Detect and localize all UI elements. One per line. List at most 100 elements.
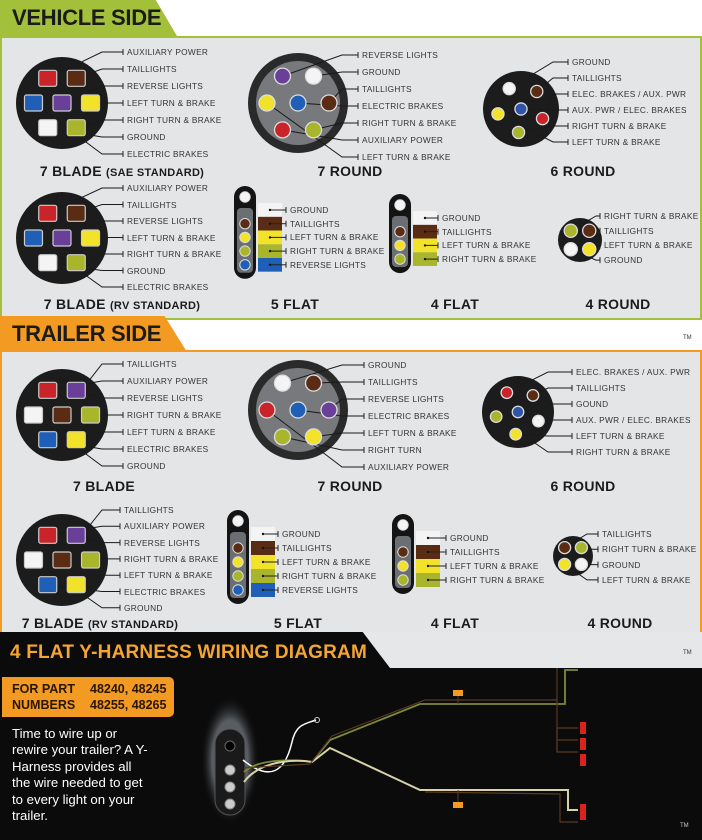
- connector-name: 7 ROUND: [317, 163, 383, 179]
- pin-label: LEFT TURN & BRAKE: [124, 570, 213, 581]
- pin-label: RIGHT TURN & BRAKE: [282, 571, 377, 581]
- pin-label: RIGHT TURN & BRAKE: [576, 447, 671, 457]
- pin-label: ELEC. BRAKES / AUX. PWR: [576, 367, 691, 377]
- connector-title: 4 FLAT: [431, 296, 479, 312]
- pin-label: ELECTRIC BRAKES: [127, 282, 209, 292]
- connector-title: 4 ROUND: [585, 296, 650, 312]
- pin-label: TAILLIGHTS: [127, 199, 177, 210]
- pin-label: RIGHT TURN & BRAKE: [127, 249, 222, 259]
- harness-title-tab: 4 FLAT Y-HARNESS WIRING DIAGRAM: [0, 632, 390, 668]
- pin-label: ELECTRIC BRAKES: [368, 411, 450, 421]
- connector-name: 7 BLADE: [21, 615, 84, 631]
- plug-pin: [224, 740, 236, 752]
- pin-label: LEFT TURN & BRAKE: [576, 431, 665, 441]
- pin-label: TAILLIGHTS: [602, 529, 652, 539]
- plug-pin: [224, 764, 236, 776]
- part-numbers: 48255, 48265: [90, 698, 167, 712]
- pin-label: GROUND: [127, 132, 166, 142]
- pin-label: GROUND: [368, 360, 407, 370]
- pin-label: LEFT TURN & BRAKE: [450, 561, 539, 571]
- marker-light-icon: [453, 802, 463, 808]
- pin-label: GROUND: [362, 67, 401, 77]
- pin-label: TAILLIGHTS: [442, 226, 492, 237]
- pin-label: REVERSE LIGHTS: [282, 585, 359, 595]
- pin-label: RIGHT TURN & BRAKE: [442, 254, 537, 265]
- pin-label: REVERSE LIGHTS: [127, 81, 204, 91]
- pin-label: AUXILIARY POWER: [362, 135, 444, 145]
- pin-label: RIGHT TURN & BRAKE: [604, 211, 699, 221]
- pin-label: TAILLIGHTS: [290, 218, 340, 229]
- pin-label: RIGHT TURN: [368, 445, 422, 455]
- pin-label: GROUND: [604, 255, 643, 266]
- harness-diagram: [200, 656, 586, 826]
- pin-label: AUXILIARY POWER: [368, 462, 450, 472]
- pin-label: TAILLIGHTS: [282, 543, 332, 553]
- connector-name: 7 BLADE: [43, 296, 106, 312]
- pin-label: AUXILIARY POWER: [124, 521, 206, 532]
- connector-name: 4 ROUND: [587, 615, 653, 631]
- pin-label: RIGHT TURN & BRAKE: [290, 246, 385, 257]
- connector-title: 4 FLAT: [431, 615, 479, 631]
- pin-label: REVERSE LIGHTS: [362, 50, 439, 60]
- connector-name: 7 BLADE: [39, 163, 102, 179]
- taillight-wire: [243, 661, 578, 769]
- connector-name: 7 BLADE: [73, 478, 135, 494]
- pin-label: RIGHT TURN & BRAKE: [127, 115, 222, 125]
- connector-name: 5 FLAT: [273, 615, 323, 631]
- pin-label: LEFT TURN & BRAKE: [362, 152, 451, 162]
- connector-title: 6 ROUND: [550, 478, 615, 494]
- connector-standard: (RV STANDARD): [109, 300, 201, 312]
- clearance-light-icon: [580, 722, 586, 734]
- pin-label: RIGHT TURN & BRAKE: [362, 118, 457, 128]
- pin-label: ELEC. BRAKES / AUX. PWR: [572, 89, 687, 99]
- pin-label: TAILLIGHTS: [450, 547, 500, 557]
- pin-label: GROUND: [124, 602, 163, 613]
- pin-label: AUXILIARY POWER: [127, 47, 209, 57]
- connector-name: 6 ROUND: [550, 478, 616, 494]
- pin-label: LEFT TURN & BRAKE: [602, 574, 691, 585]
- pin-label: GOUND: [576, 399, 609, 409]
- harness-description: Time to wire up or rewire your trailer? …: [12, 726, 148, 824]
- pin-label: LEFT TURN & BRAKE: [442, 240, 531, 251]
- pin-label: REVERSE LIGHTS: [124, 537, 201, 548]
- connector-name: 4 ROUND: [585, 296, 651, 312]
- pin-label: TAILLIGHTS: [368, 377, 418, 387]
- connector-standard: (RV STANDARD): [87, 619, 179, 631]
- pin-label: LEFT TURN & BRAKE: [290, 232, 379, 243]
- taillight-wire: [424, 727, 578, 823]
- connector-title: 5 FLAT: [274, 615, 322, 631]
- connector-name: 6 ROUND: [550, 163, 616, 179]
- tail-light-icon: [580, 804, 586, 820]
- pin-label: RIGHT TURN & BRAKE: [127, 410, 222, 420]
- pin-label: AUX. PWR / ELEC. BRAKES: [572, 105, 687, 115]
- connector-title: 7 BLADE (RV STANDARD): [22, 615, 178, 631]
- pin-label: TAILLIGHTS: [124, 505, 174, 515]
- pin-label: REVERSE LIGHTS: [127, 216, 204, 226]
- connector-name: 4 FLAT: [430, 296, 480, 312]
- pin-label: TAILLIGHTS: [576, 383, 626, 393]
- pin-label: TAILLIGHTS: [572, 73, 622, 83]
- connector-title: 7 ROUND: [317, 478, 382, 494]
- pin-label: AUXILIARY POWER: [127, 183, 209, 193]
- pin-label: AUXILIARY POWER: [127, 376, 209, 386]
- pin-label: RIGHT TURN & BRAKE: [124, 553, 219, 564]
- clearance-light-icon: [580, 738, 586, 750]
- connector-name: 7 ROUND: [317, 478, 383, 494]
- pin-label: GROUND: [602, 559, 641, 570]
- pin-label: REVERSE LIGHTS: [127, 393, 204, 403]
- pin-label: LEFT TURN & BRAKE: [572, 137, 661, 147]
- plug-pin: [224, 798, 236, 810]
- pin-label: GROUND: [282, 529, 321, 539]
- pin-label: LEFT TURN & BRAKE: [368, 428, 457, 438]
- pin-label: GROUND: [442, 213, 481, 223]
- plug-pin: [224, 781, 236, 793]
- pin-label: LEFT TURN & BRAKE: [127, 232, 216, 243]
- pin-label: RIGHT TURN & BRAKE: [572, 121, 667, 131]
- pin-label: LEFT TURN & BRAKE: [282, 557, 371, 567]
- clearance-light-icon: [580, 754, 586, 766]
- pin-label: ELECTRIC BRAKES: [127, 444, 209, 454]
- pin-label: ELECTRIC BRAKES: [124, 586, 206, 597]
- pin-label: LEFT TURN & BRAKE: [604, 240, 693, 251]
- pin-label: GROUND: [127, 265, 166, 276]
